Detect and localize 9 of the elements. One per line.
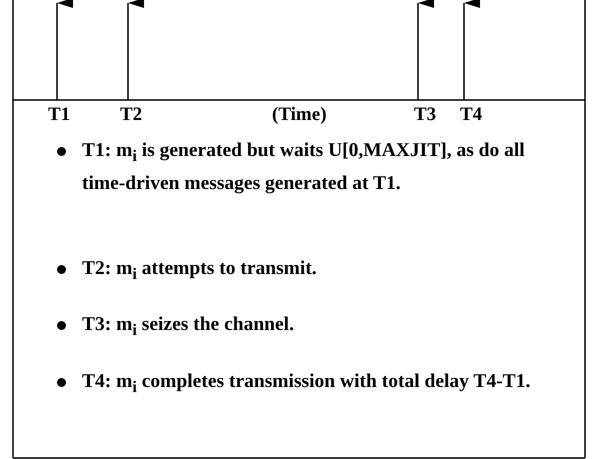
time-label: T2 xyxy=(120,104,142,126)
event-description: T4: m$_{i}$ completes transmission with total delay T4-T1. xyxy=(82,370,532,398)
time-label: T3 xyxy=(414,104,436,126)
time-label: (Time) xyxy=(272,104,327,126)
time-label: T4 xyxy=(460,104,482,126)
event-description: T3: m$_{i}$ seizes the channel. xyxy=(82,313,295,341)
event-description: T2: m$_{i}$ attempts to transmit. xyxy=(82,257,318,285)
time-label: T1 xyxy=(48,104,70,126)
event-description: T1: m$_{i}$ is generated but waits U[0,MAXJIT], as do all time-driven messages generated at T1. xyxy=(82,139,526,196)
